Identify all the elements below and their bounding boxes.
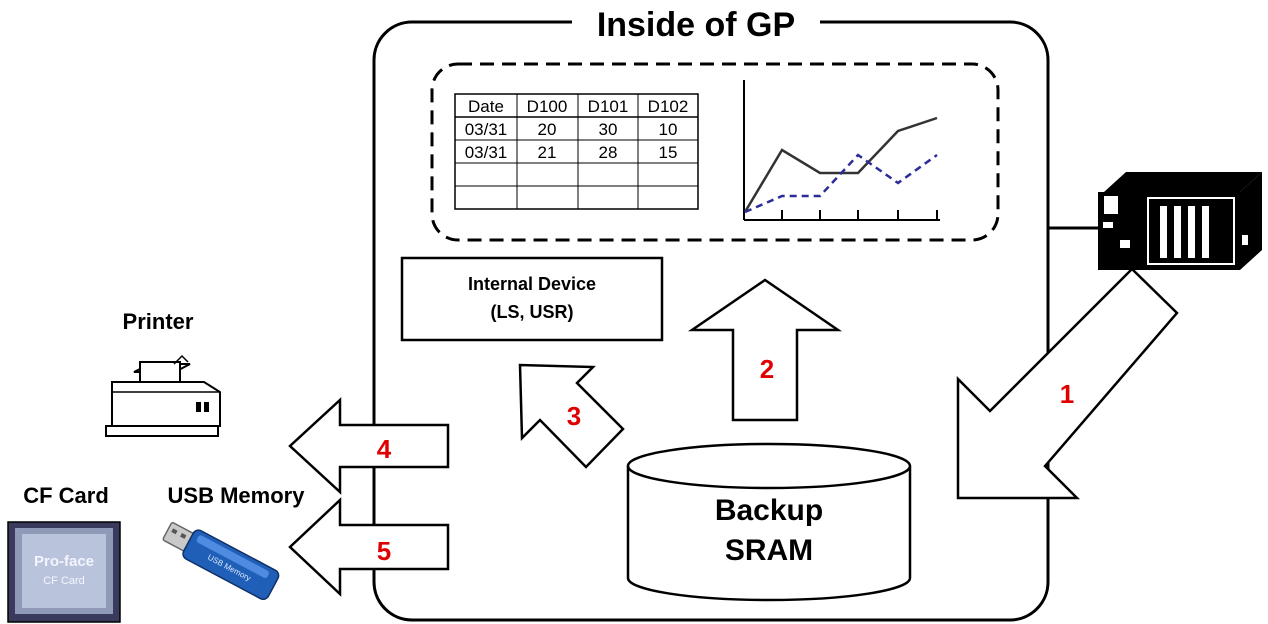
printer-icon [105, 354, 221, 437]
step-number-1: 1 [1060, 379, 1074, 409]
backup-sram-cylinder [626, 442, 912, 602]
cf-card-icon: Pro-face CF Card [7, 521, 121, 623]
cf-card-label: CF Card [23, 483, 109, 508]
step-number-2: 2 [760, 354, 774, 384]
internal-device-sublabel: (LS, USR) [491, 302, 574, 322]
table-header-d100: D100 [527, 97, 568, 116]
title-backdrop [572, 2, 820, 44]
internal-device-box [400, 256, 664, 342]
usb-memory-label: USB Memory [168, 483, 306, 508]
step-number-5: 5 [377, 536, 391, 566]
graph-solid-series [743, 116, 938, 213]
svg-text:CF Card: CF Card [43, 575, 85, 587]
arrow-5-to-storage [288, 497, 450, 597]
svg-text:Pro-face: Pro-face [34, 553, 94, 570]
arrow-4-to-printer [288, 397, 450, 495]
table-header-d101: D101 [588, 97, 629, 116]
arrow-1-plc-to-sram [956, 267, 1179, 500]
internal-device-label: Internal Device [468, 274, 596, 294]
sram-label-line1: Backup [715, 494, 823, 527]
display-area [430, 62, 1000, 242]
diagram-title: Inside of GP [597, 6, 795, 44]
table-cell: 21 [538, 143, 557, 162]
table-cell: 28 [599, 143, 618, 162]
printer-label: Printer [123, 309, 194, 334]
step-number-3: 3 [567, 401, 581, 431]
table-cell: 30 [599, 120, 618, 139]
table-cell: 15 [659, 143, 678, 162]
usb-memory-icon: USB Memory [162, 522, 280, 600]
table-header-date: Date [468, 97, 504, 116]
table-header-d102: D102 [648, 97, 689, 116]
arrow-3-sram-to-internal-device [518, 363, 625, 469]
table-cell: 20 [538, 120, 557, 139]
table-cell: 10 [659, 120, 678, 139]
plc-icon [1098, 172, 1262, 270]
trend-graph [743, 80, 940, 221]
arrow-2-sram-to-display [687, 278, 843, 422]
table-cell: 03/31 [465, 120, 508, 139]
table-cell: 03/31 [465, 143, 508, 162]
sram-label-line2: SRAM [725, 534, 813, 567]
step-number-4: 4 [377, 434, 392, 464]
data-table: Date D100 D101 D102 03/31 20 30 10 03/31… [454, 93, 699, 210]
